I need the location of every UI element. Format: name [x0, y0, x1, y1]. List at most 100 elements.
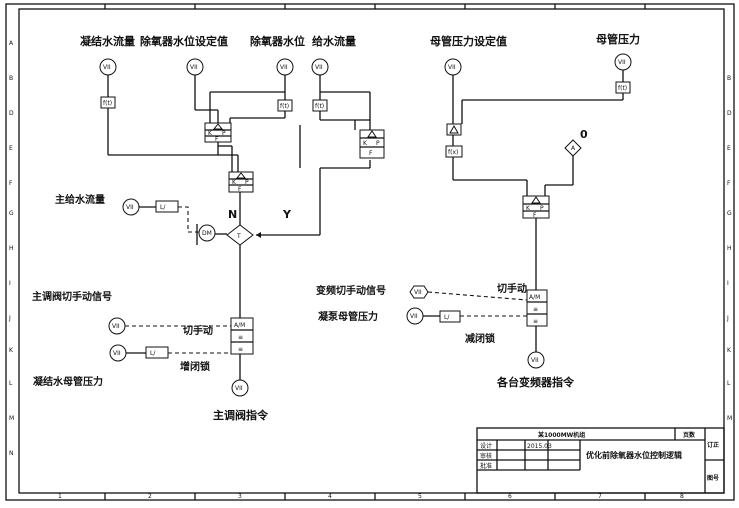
label-feedwater-flow: 给水流量 — [312, 34, 356, 48]
svg-text:I: I — [727, 280, 729, 287]
col-8: 8 — [680, 493, 684, 500]
limit-block-main-feedwater: L/ — [155, 200, 179, 213]
svg-text:G: G — [727, 210, 732, 217]
svg-text:L: L — [9, 380, 13, 387]
svg-text:≡: ≡ — [533, 306, 538, 313]
svg-text:≡: ≡ — [238, 346, 243, 353]
svg-text:L/: L/ — [444, 314, 450, 321]
function-block-header-pressure: f(t) — [615, 81, 631, 94]
svg-text:VII: VII — [315, 64, 323, 71]
label-deaerator-setpoint: 除氧器水位设定值 — [140, 34, 228, 48]
arrow-y — [256, 232, 261, 238]
svg-text:F: F — [369, 150, 373, 157]
label-zero: 0 — [580, 128, 588, 141]
transmitter-header-setpoint: VII — [444, 58, 462, 76]
label-vfd-command: 各台变频器指令 — [496, 375, 575, 389]
transmitter-condensate-header: VII — [109, 344, 127, 362]
svg-text:T: T — [236, 233, 241, 240]
label-condensate-header-pressure: 凝结水母管压力 — [33, 375, 103, 388]
transmitter-vfd-manual: VII — [409, 285, 429, 299]
label-switch-manual-left: 切手动 — [183, 324, 213, 337]
transmitter-pump-header: VII — [406, 307, 424, 325]
wires-left-loop — [107, 75, 371, 380]
title-date: 2015.03 — [527, 443, 552, 450]
svg-text:E: E — [9, 145, 13, 152]
function-block-level: f(t) — [277, 99, 293, 112]
svg-text:f(x): f(x) — [448, 149, 458, 156]
svg-text:L/: L/ — [160, 204, 166, 211]
svg-text:P: P — [540, 205, 544, 212]
function-block-feedwater: f(t) — [312, 99, 328, 112]
label-pump-header-pressure: 凝泵母管压力 — [318, 310, 378, 323]
label-header-pressure: 母管压力 — [596, 32, 640, 46]
svg-text:L/: L/ — [150, 350, 156, 357]
label-main-valve-manual-signal: 主调阀切手动信号 — [32, 290, 112, 303]
svg-text:F: F — [215, 136, 219, 143]
limit-block-pump-header: L/ — [439, 310, 461, 323]
label-main-valve-command: 主调阀指令 — [213, 408, 269, 422]
label-condensate-flow: 凝结水流量 — [80, 34, 135, 48]
svg-text:P: P — [376, 140, 380, 147]
transmitter-feedwater-flow: VII — [311, 58, 329, 76]
svg-text:K: K — [9, 347, 14, 354]
svg-text:M: M — [727, 415, 732, 422]
label-main-feedwater-flow: 主给水流量 — [55, 193, 105, 206]
am-station-left: A/M ≡ ≡ — [230, 317, 254, 355]
svg-text:F: F — [533, 212, 537, 219]
col-5: 5 — [418, 493, 422, 500]
svg-text:K: K — [363, 140, 368, 147]
svg-text:≡: ≡ — [533, 318, 538, 325]
title-sheet: 页数 — [683, 431, 696, 439]
transmitter-header-pressure: VII — [614, 53, 632, 71]
dm-block: DM — [196, 224, 216, 245]
label-header-pressure-setpoint: 母管压力设定值 — [430, 34, 507, 48]
pid-block-level-2: K P F — [359, 129, 385, 159]
svg-text:B: B — [9, 75, 13, 82]
am-station-right: A/M ≡ ≡ — [526, 289, 548, 327]
transmitter-deaerator-level: VII — [276, 58, 294, 76]
col-2: 2 — [148, 493, 152, 500]
column-numbers: 1 2 3 4 5 6 7 8 — [58, 493, 684, 500]
svg-text:D: D — [9, 110, 14, 117]
svg-text:H: H — [9, 245, 14, 252]
svg-text:VII: VII — [414, 289, 422, 296]
col-7: 7 — [598, 493, 602, 500]
limit-block-condensate-header: L/ — [145, 346, 169, 359]
analog-zero: A — [564, 139, 582, 157]
border-ticks — [104, 4, 646, 500]
svg-text:I: I — [9, 280, 11, 287]
title-revision: 订正 — [707, 441, 719, 449]
title-review: 审核 — [480, 452, 492, 460]
title-unit: 某1000MW机组 — [538, 431, 585, 439]
transmitter-main-feedwater: VII — [122, 198, 140, 216]
row-letters: A B D E F G H I J K L M N B D E F G H I … — [8, 40, 732, 457]
svg-text:B: B — [727, 75, 731, 82]
svg-text:K: K — [208, 130, 213, 137]
svg-text:VII: VII — [126, 204, 134, 211]
svg-text:A: A — [571, 145, 576, 152]
svg-text:VII: VII — [448, 64, 456, 71]
svg-text:VII: VII — [112, 323, 120, 330]
col-3: 3 — [238, 493, 242, 500]
svg-text:A/M: A/M — [234, 322, 245, 329]
svg-text:E: E — [727, 145, 731, 152]
svg-text:J: J — [726, 315, 729, 322]
col-6: 6 — [508, 493, 512, 500]
svg-text:VII: VII — [190, 64, 198, 71]
svg-text:F: F — [9, 180, 13, 187]
dashed-main-feedwater — [178, 206, 199, 233]
svg-text:f(t): f(t) — [103, 100, 112, 107]
label-decrease-lock: 减闭锁 — [465, 332, 495, 345]
svg-text:VII: VII — [113, 350, 121, 357]
svg-text:F: F — [727, 180, 731, 187]
svg-text:H: H — [727, 245, 732, 252]
label-increase-lock: 增闭锁 — [180, 360, 210, 373]
dashed-vfd-manual — [427, 291, 528, 301]
output-main-valve: VII — [231, 379, 249, 397]
svg-text:N: N — [9, 450, 14, 457]
svg-text:VII: VII — [280, 64, 288, 71]
svg-text:f(t): f(t) — [315, 103, 324, 110]
